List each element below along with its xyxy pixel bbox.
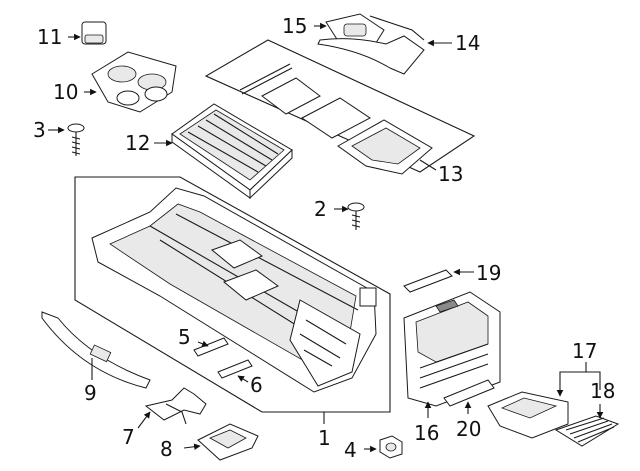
callout-3: 3 <box>33 118 46 142</box>
part-9-trim <box>41 311 151 389</box>
console-frame-1 <box>74 176 391 413</box>
callout-7: 7 <box>122 425 135 449</box>
part-12-tray <box>171 103 293 200</box>
callout-4: 4 <box>344 438 357 462</box>
callout-19: 19 <box>476 261 501 285</box>
callout-15: 15 <box>282 14 307 38</box>
part-2-screw <box>347 202 365 230</box>
part-15-trim <box>325 13 385 47</box>
callout-6: 6 <box>250 373 263 397</box>
part-13-kit <box>239 63 433 175</box>
callout-labels: 11 10 3 12 15 14 13 2 5 6 9 7 8 1 4 19 1… <box>33 14 615 462</box>
callout-16: 16 <box>414 421 439 445</box>
callout-2: 2 <box>314 197 327 221</box>
part-8-bracket <box>197 423 259 461</box>
part-1-console <box>91 187 377 393</box>
part-3-screw <box>67 123 85 156</box>
callout-14: 14 <box>455 31 480 55</box>
callout-11: 11 <box>37 25 62 49</box>
callout-10: 10 <box>53 80 78 104</box>
part-5-clip <box>193 337 229 357</box>
callout-17: 17 <box>572 339 597 363</box>
part-20-insert <box>443 379 495 407</box>
callout-20: 20 <box>456 417 481 441</box>
part-10-cupholder <box>91 51 177 113</box>
part-4-nut <box>379 435 403 459</box>
part-19-strip <box>403 269 453 293</box>
leader-lines <box>48 22 604 453</box>
kit-frame-13 <box>204 39 476 173</box>
callout-18: 18 <box>590 379 615 403</box>
callout-9: 9 <box>84 381 97 405</box>
part-14-trim <box>317 15 425 75</box>
callout-1: 1 <box>318 426 331 450</box>
part-16-panel <box>403 291 501 407</box>
callout-8: 8 <box>160 437 173 461</box>
part-6-clip <box>217 359 253 379</box>
callout-12: 12 <box>125 131 150 155</box>
callout-13: 13 <box>438 162 463 186</box>
part-7-bracket <box>144 387 207 425</box>
part-11-cap <box>81 21 107 45</box>
part-18-mat <box>554 415 620 447</box>
callout-5: 5 <box>178 325 191 349</box>
part-17-bin <box>487 391 569 439</box>
